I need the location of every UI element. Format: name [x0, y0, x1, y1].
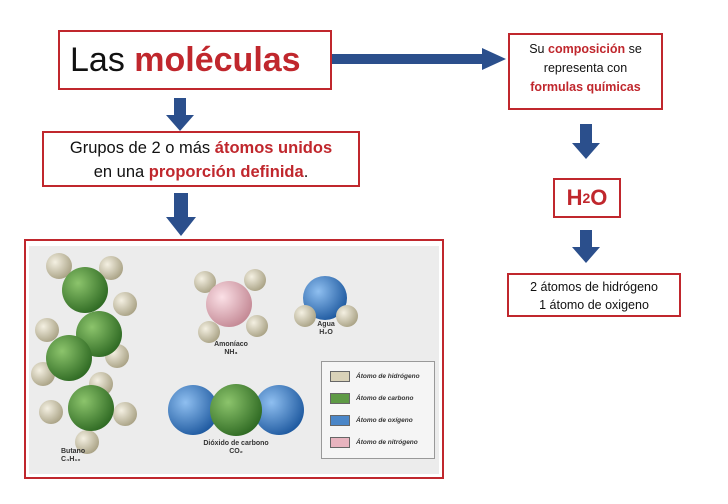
water-label: Agua H₂O — [311, 321, 341, 337]
composition-line2: representa con — [543, 61, 628, 75]
ammonia-name: Amoníaco — [214, 341, 248, 348]
title-highlight: moléculas — [134, 40, 301, 79]
composition-highlight: composición — [548, 42, 626, 56]
legend-label: Átomo de carbono — [356, 394, 414, 402]
atoms-line2: 1 átomo de oxigeno — [539, 298, 649, 312]
arrow-down-icon — [166, 193, 196, 236]
co2-name: Dióxido de carbono — [203, 440, 269, 447]
atoms-line1: 2 átomos de hidrógeno — [530, 280, 658, 294]
hydrogen-swatch — [330, 370, 350, 382]
molecules-illustration: Butano C₄H₁₀ Amoníaco NH₃ Agua H₂O Dióxi… — [29, 246, 439, 474]
legend-item-nitrogen: Átomo de nitrógeno — [330, 436, 418, 448]
butane-label: Butano C₄H₁₀ — [61, 448, 111, 464]
legend-item-oxygen: Átomo de oxígeno — [330, 414, 413, 426]
groups-text: Grupos de 2 o más — [69, 139, 211, 157]
ammonia-formula: NH₃ — [224, 349, 238, 356]
composition-formulas: formulas químicas — [530, 80, 641, 94]
legend-label: Átomo de oxígeno — [356, 416, 413, 424]
atoms-box: 2 átomos de hidrógeno 1 átomo de oxigeno — [507, 273, 681, 317]
oxygen-swatch — [330, 414, 350, 426]
butane-formula: C₄H₁₀ — [61, 456, 81, 463]
formula-tail: O — [590, 185, 608, 210]
legend-item-hydrogen: Átomo de hidrógeno — [330, 370, 420, 382]
ammonia-label: Amoníaco NH₃ — [201, 341, 261, 357]
atom-legend: Átomo de hidrógeno Átomo de carbono Átom… — [321, 361, 435, 459]
arrow-down-icon — [572, 124, 600, 159]
butane-molecule — [31, 253, 137, 454]
water-name: Agua — [317, 321, 335, 328]
molecules-svg — [31, 253, 358, 454]
groups-highlight-proportion: proporción definida — [148, 163, 304, 181]
legend-label: Átomo de hidrógeno — [356, 372, 420, 380]
arrow-down-icon — [166, 98, 194, 131]
arrow-down-icon — [572, 230, 600, 263]
groups-highlight-atoms: átomos unidos — [214, 139, 333, 157]
legend-item-carbon: Átomo de carbono — [330, 392, 413, 404]
water-molecule — [294, 276, 358, 327]
nitrogen-swatch — [330, 436, 350, 448]
carbon-swatch — [330, 392, 350, 404]
formula-subscript: 2 — [582, 190, 591, 206]
molecules-figure: Butano C₄H₁₀ Amoníaco NH₃ Agua H₂O Dióxi… — [24, 239, 444, 479]
formula-base: H — [566, 185, 583, 210]
groups-period: . — [303, 163, 309, 181]
co2-formula: CO₂ — [229, 448, 243, 455]
composition-box: Su composición se representa con formula… — [508, 33, 663, 110]
arrow-right-icon — [332, 48, 506, 70]
composition-text: Su — [529, 42, 545, 56]
butane-name: Butano — [61, 448, 86, 455]
legend-label: Átomo de nitrógeno — [356, 438, 418, 446]
groups-box: Grupos de 2 o más átomos unidos en una p… — [42, 131, 360, 187]
co2-label: Dióxido de carbono CO₂ — [191, 440, 281, 456]
co2-molecule — [168, 384, 304, 436]
title-prefix: Las — [70, 40, 125, 79]
title-box: Las moléculas — [58, 30, 332, 90]
groups-text-2: en una — [93, 163, 145, 181]
water-formula: H₂O — [319, 329, 333, 336]
ammonia-molecule — [194, 269, 268, 343]
composition-text-end: se — [628, 42, 642, 56]
